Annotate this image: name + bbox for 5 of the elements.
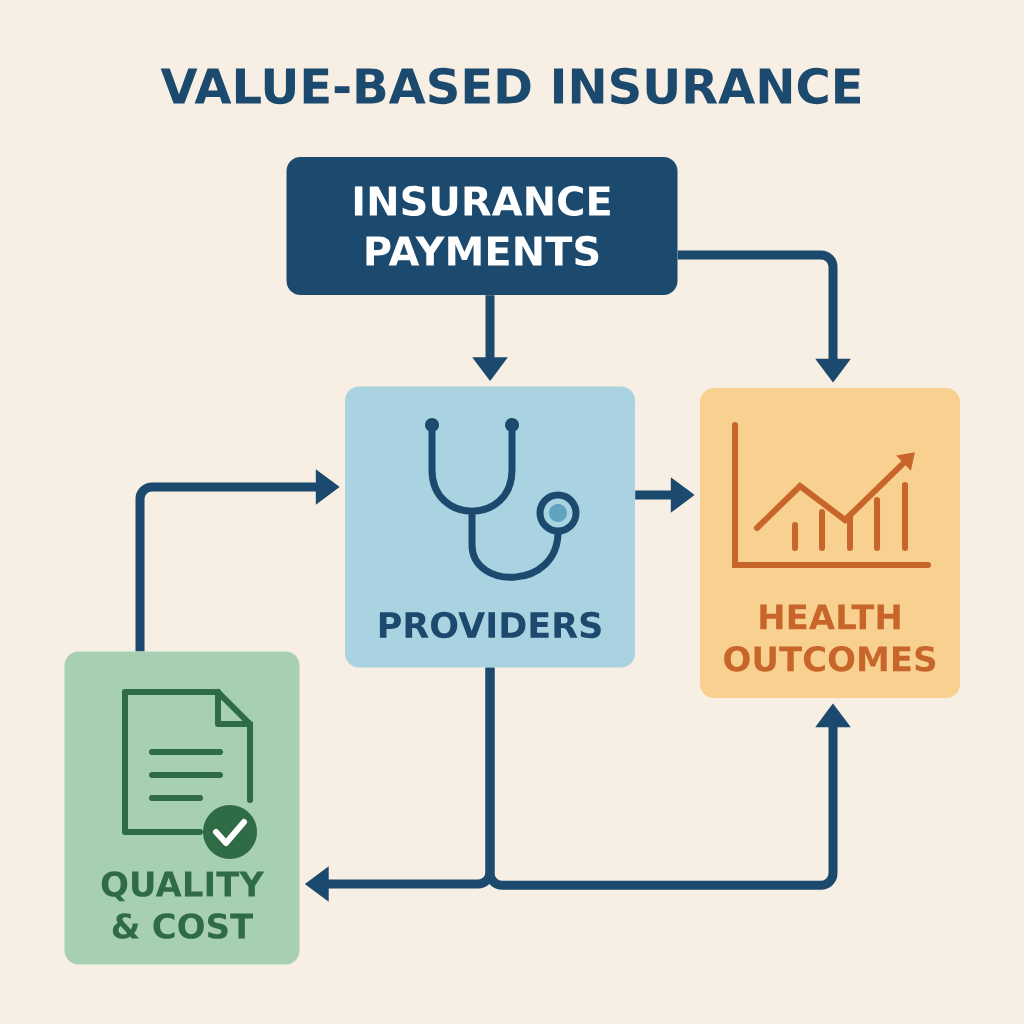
process-box: INSURANCE PAYMENTS [286, 157, 678, 295]
title: VALUE-BASED INSURANCE [160, 67, 860, 105]
process-box: PROVIDERS [345, 386, 635, 668]
process-box: QUALITY & COST [64, 651, 300, 965]
process-box: HEALTH OUTCOMES [700, 388, 960, 698]
